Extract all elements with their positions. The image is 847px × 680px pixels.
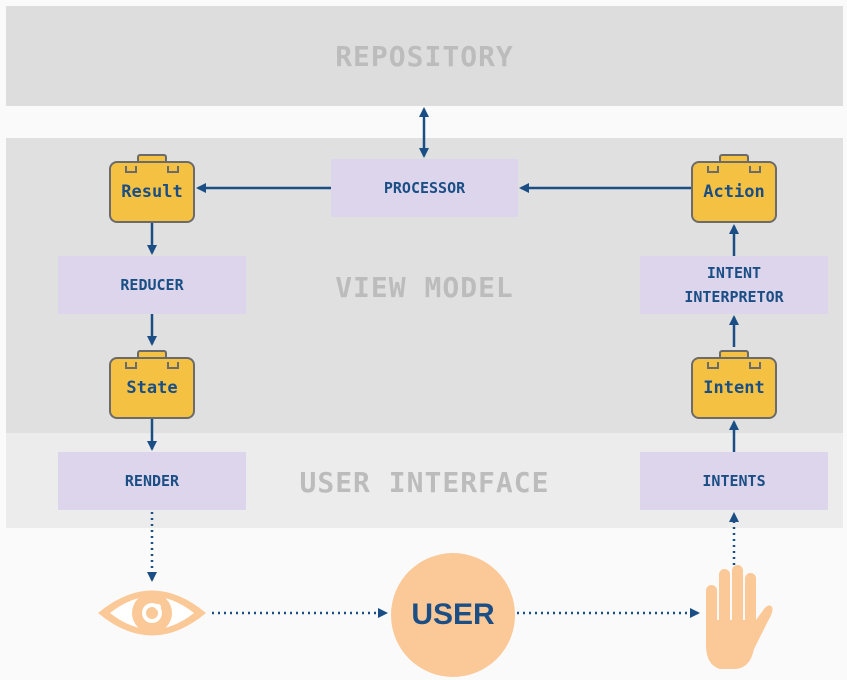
- render-box: RENDER: [58, 452, 246, 510]
- reducer-label: REDUCER: [120, 276, 184, 294]
- view-model-layer-title: VIEW MODEL: [335, 271, 514, 304]
- state-briefcase-icon: State: [109, 350, 195, 419]
- state-label: State: [109, 357, 195, 419]
- result-briefcase-icon: Result: [109, 154, 195, 223]
- intent-interpretor-label-line2: INTERPRETOR: [684, 288, 784, 306]
- eye-icon: [98, 590, 206, 636]
- intents-box: INTENTS: [640, 452, 828, 510]
- processor-box: PROCESSOR: [331, 159, 518, 217]
- reducer-box: REDUCER: [58, 256, 246, 314]
- intent-label: Intent: [691, 357, 777, 419]
- user-circle: USER: [391, 553, 515, 677]
- intent-interpretor-box: INTENT INTERPRETOR: [640, 256, 828, 314]
- user-interface-layer-title: USER INTERFACE: [299, 466, 550, 499]
- action-briefcase-icon: Action: [691, 154, 777, 223]
- result-label: Result: [109, 161, 195, 223]
- render-label: RENDER: [124, 472, 180, 490]
- processor-label: PROCESSOR: [383, 179, 466, 197]
- hand-icon: [706, 565, 773, 669]
- intents-label: INTENTS: [702, 472, 766, 490]
- action-label: Action: [691, 161, 777, 223]
- repository-layer: REPOSITORY: [6, 6, 843, 106]
- intent-interpretor-label-line1: INTENT: [706, 264, 762, 282]
- repository-layer-title: REPOSITORY: [335, 40, 514, 73]
- intent-briefcase-icon: Intent: [691, 350, 777, 419]
- user-label: USER: [411, 598, 495, 631]
